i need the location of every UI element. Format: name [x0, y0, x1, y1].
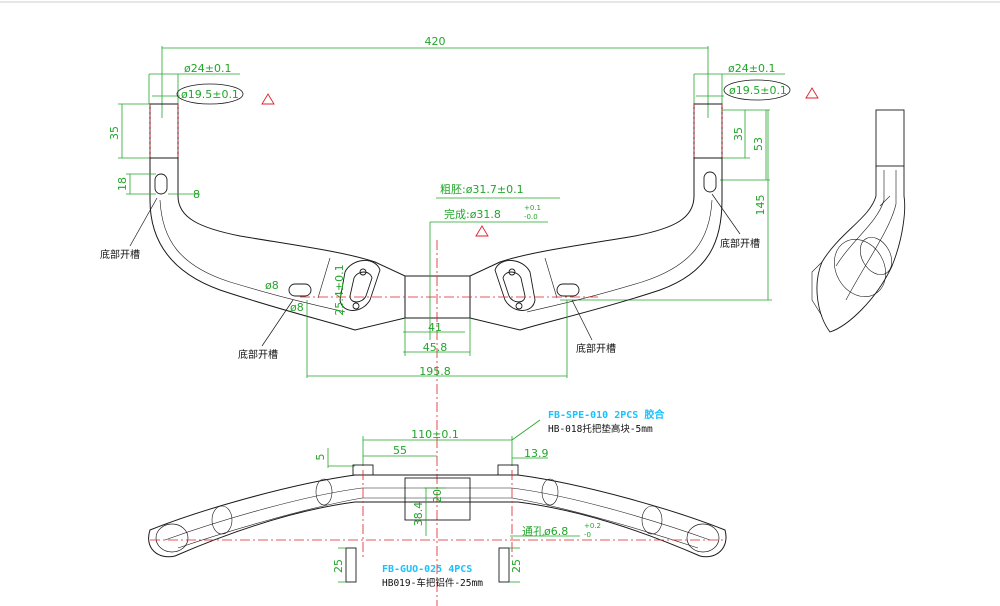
right-inner-dia-highlight [723, 79, 791, 101]
dim-finish-tol-upper: +0.1 [524, 204, 541, 212]
part2-name: HB019-车把铝件-25mm [382, 577, 483, 589]
part1-name: HB-018托把垫高块-5mm [548, 423, 653, 435]
dim-13-9: 13.9 [524, 447, 549, 460]
dim-195-8: 195.8 [419, 365, 451, 378]
left-side-slot [154, 173, 168, 195]
right-warning-triangle-icon [805, 87, 819, 99]
left-bottom-hole [288, 283, 312, 297]
dim-left-outer-dia: ø24±0.1 [184, 62, 231, 75]
part1-code: FB-SPE-010 2PCS 胶合 [548, 408, 665, 421]
alu-dims [338, 547, 520, 583]
part2-code: FB-GUO-025 4PCS [382, 564, 472, 575]
left-inner-dia-highlight [176, 83, 244, 105]
dim-through-hole-tol-upper: +0.2 [584, 522, 601, 530]
dim-5: 5 [314, 454, 327, 461]
dim-alu-25-right: 25 [510, 559, 523, 573]
top-view: 420 ø24±0.1 ø19.5±0.1 35 [100, 35, 819, 606]
front-inner-dims [424, 487, 580, 537]
left-clamp-dims [118, 73, 240, 159]
slot-18-dim [126, 173, 200, 195]
dim-alu-25-left: 25 [332, 559, 345, 573]
dim-rough-diameter: 粗胚:ø31.7±0.1 [440, 183, 524, 196]
right-mount-plate [494, 260, 536, 311]
right-alu-part [498, 547, 510, 583]
top-view-centerlines [300, 240, 600, 606]
dim-20: 20 [431, 489, 444, 503]
dim-right-outer-dia: ø24±0.1 [728, 62, 775, 75]
dim-slot-18: 18 [116, 177, 129, 191]
dim-145: 145 [754, 195, 767, 216]
dim-41: 41 [428, 321, 442, 334]
bottom-slot-label-bottom-right: 底部开槽 [576, 342, 616, 355]
slot-leaders [129, 193, 741, 347]
left-alu-part [345, 547, 357, 583]
dim-38-4: 38.4 [412, 502, 425, 527]
dim-through-hole-tol-lower: -0 [584, 531, 591, 539]
stem-dims [306, 300, 568, 378]
front-view: 110±0.1 55 5 13.9 FB-SPE-010 2PCS 胶合 HB-… [148, 408, 727, 589]
dim-110: 110±0.1 [411, 428, 459, 441]
side-view [811, 109, 906, 333]
front-top-dims [327, 419, 548, 468]
bottom-slot-label-right: 底部开槽 [720, 237, 760, 250]
bottom-slot-label-left: 底部开槽 [100, 248, 140, 261]
dim-left-35: 35 [108, 126, 121, 140]
dim-420-label: 420 [425, 35, 446, 48]
dim-through-hole: 通孔ø6.8 [522, 525, 568, 538]
finish-dia-leader [429, 197, 560, 340]
center-warning-triangle-icon [475, 225, 489, 237]
dim-45-8: 45.8 [423, 341, 448, 354]
dimension-420 [161, 46, 709, 118]
dim-slot-8: 8 [193, 188, 200, 201]
right-clamp-dims [560, 73, 785, 301]
left-clamp-tube [149, 103, 179, 159]
handlebar-body [149, 158, 723, 331]
left-mount-plate [339, 260, 381, 311]
dim-right-inner-dia: ø19.5±0.1 [729, 84, 787, 97]
right-bottom-hole [556, 283, 580, 297]
bottom-slot-label-bottom-left: 底部开槽 [238, 348, 278, 361]
dim-left-inner-dia: ø19.5±0.1 [181, 88, 239, 101]
dim-55: 55 [393, 444, 407, 457]
dim-hole-8: ø8 [265, 279, 279, 292]
dim-53: 53 [752, 137, 765, 151]
dim-right-35: 35 [732, 127, 745, 141]
right-spacer-block [497, 464, 519, 476]
dim-finish-tol-lower: -0.0 [524, 213, 538, 221]
right-side-slot [703, 171, 717, 193]
dim-hole-8b: ø8 [290, 301, 304, 314]
dim-mount-25-4: 25.4±0.1 [333, 264, 346, 315]
front-view-centerlines [150, 470, 725, 560]
left-warning-triangle-icon [261, 93, 275, 105]
dim-finish-diameter: 完成:ø31.8 [444, 207, 501, 221]
